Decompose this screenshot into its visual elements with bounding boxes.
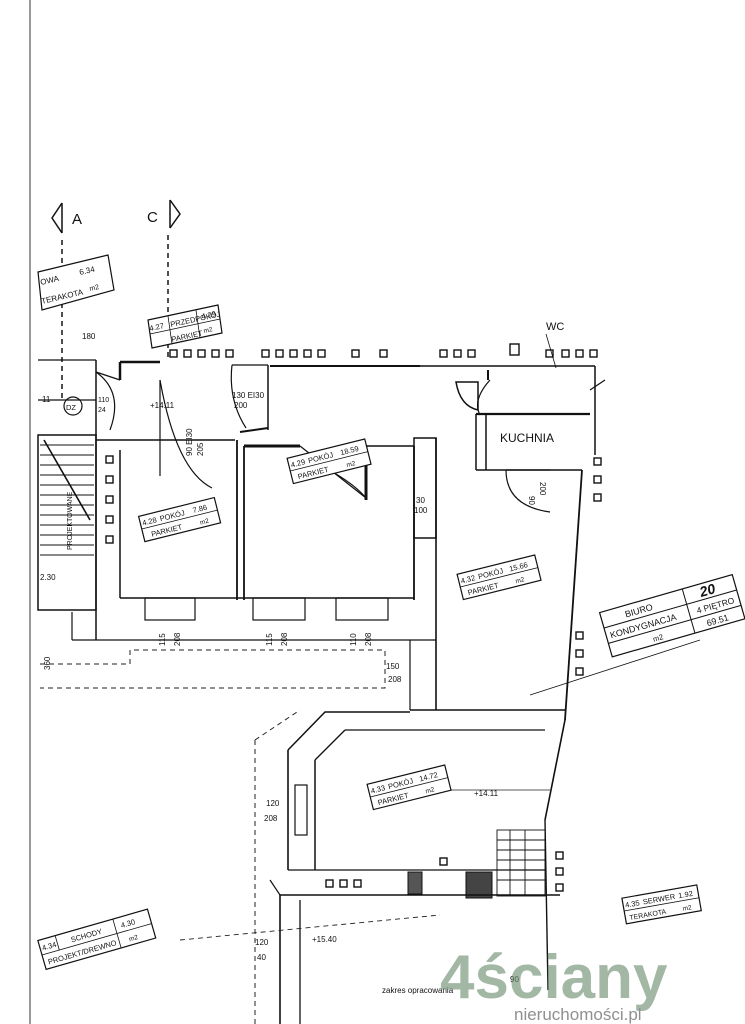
- svg-text:115: 115: [158, 633, 167, 646]
- svg-text:m2: m2: [346, 460, 357, 469]
- door-swings: [95, 364, 551, 513]
- svg-text:4.29: 4.29: [290, 457, 306, 469]
- svg-text:208: 208: [280, 632, 289, 646]
- door-kitchen-label: 90: [527, 496, 536, 505]
- svg-text:208: 208: [388, 675, 402, 684]
- svg-text:120: 120: [255, 938, 269, 947]
- svg-text:150: 150: [386, 662, 400, 671]
- svg-text:1.92: 1.92: [678, 889, 694, 900]
- svg-text:30: 30: [416, 496, 425, 505]
- svg-text:m2: m2: [203, 326, 214, 335]
- watermark-sub: nieruchomości.pl: [514, 1005, 642, 1024]
- window-marks-top: [169, 343, 598, 358]
- svg-text:4.30: 4.30: [120, 917, 137, 930]
- svg-text:360: 360: [43, 656, 52, 670]
- room-tag-4-35: 4.35 SERWER 1.92 TERAKOTA m2: [621, 884, 702, 925]
- staircase-right: [496, 829, 546, 897]
- svg-text:100: 100: [414, 506, 428, 515]
- svg-text:6.34: 6.34: [78, 265, 96, 277]
- window-marks-bottom: [105, 455, 602, 892]
- scope-label: zakres opracowania: [382, 986, 454, 995]
- wc-label: WC: [546, 321, 564, 333]
- svg-text:200: 200: [234, 401, 248, 410]
- svg-text:4.35: 4.35: [624, 898, 640, 909]
- room-tag-4-34: 4.34 SCHODY 4.30 PROJEKT/DREWNO m2: [37, 908, 157, 971]
- staircase-left: [40, 439, 94, 556]
- room-tag-4-33: 4.33 POKÓJ 14.72 PARKIET m2: [366, 764, 452, 811]
- svg-text:4.33: 4.33: [370, 783, 386, 795]
- svg-text:11: 11: [42, 395, 51, 404]
- dashed-lines: [40, 649, 550, 1024]
- room-tag-4-27: 4.27 PRZEDPOKÓJ 4.29 PARKIET m2: [147, 304, 223, 349]
- watermark-logo: 4ściany nieruchomości.pl: [440, 943, 668, 1024]
- dz-label: DZ: [66, 403, 76, 412]
- room-tag-4-29: 4.29 POKÓJ 18.59 PARKIET m2: [286, 438, 372, 485]
- svg-text:110: 110: [349, 633, 358, 646]
- svg-text:4.34: 4.34: [41, 940, 58, 953]
- svg-text:4.27: 4.27: [149, 321, 165, 333]
- svg-text:205: 205: [196, 442, 205, 456]
- axis-marker-c: C: [147, 199, 181, 360]
- watermark-brand: 4ściany: [440, 943, 668, 1012]
- svg-text:120: 120: [266, 799, 280, 808]
- room-tag-top: OWA 6.34 TERAKOTA m2: [37, 254, 115, 311]
- svg-text:208: 208: [364, 632, 373, 646]
- svg-text:24: 24: [98, 407, 106, 414]
- summary-box: BIURO KONDYGNACJA 4 PIĘTRO 20 m2 69.51: [598, 573, 745, 658]
- axis-label-a: A: [72, 211, 82, 228]
- svg-text:18.59: 18.59: [339, 444, 359, 457]
- svg-text:2.30: 2.30: [40, 573, 56, 582]
- svg-text:4.29: 4.29: [201, 309, 217, 321]
- svg-text:208: 208: [264, 814, 278, 823]
- elevation-1: +14.11: [150, 401, 175, 410]
- svg-text:40: 40: [257, 953, 266, 962]
- svg-text:115: 115: [265, 633, 274, 646]
- svg-text:90: 90: [510, 975, 519, 984]
- elevation-3: +15.40: [312, 935, 337, 944]
- summary-level-num: 20: [697, 580, 718, 600]
- svg-text:m2: m2: [425, 786, 436, 795]
- svg-text:m2: m2: [682, 904, 692, 913]
- kitchen-label: KUCHNIA: [500, 431, 554, 445]
- plan-labels: WC KUCHNIA DZ 110 24 180 11 130 EI30 200…: [40, 321, 564, 995]
- room-tag-4-32: 4.32 POKÓJ 15.66 PARKIET m2: [456, 554, 542, 601]
- svg-text:110: 110: [98, 397, 109, 404]
- summary-leader: [529, 639, 701, 696]
- svg-text:m2: m2: [652, 632, 664, 644]
- elevation-2: +14.11: [474, 789, 499, 798]
- svg-text:15.66: 15.66: [508, 560, 528, 573]
- svg-text:m2: m2: [128, 934, 139, 943]
- svg-text:m2: m2: [199, 518, 210, 527]
- room-tag-4-28: 4.28 POKÓJ 7.86 PARKIET m2: [137, 496, 222, 543]
- svg-text:208: 208: [173, 632, 182, 646]
- svg-text:OWA: OWA: [39, 274, 60, 287]
- stair-note: PROJEKTOWANE: [67, 491, 74, 550]
- svg-text:4.32: 4.32: [460, 573, 476, 585]
- door-hall-label: 90 EI30: [185, 428, 194, 456]
- axis-marker-a: A: [51, 202, 82, 400]
- dz-circle: [63, 396, 83, 416]
- svg-text:m2: m2: [89, 284, 100, 293]
- svg-text:200: 200: [538, 482, 547, 496]
- svg-text:7.86: 7.86: [192, 503, 208, 515]
- axis-label-c: C: [147, 209, 158, 226]
- door-main-label: 130 EI30: [232, 391, 265, 400]
- svg-text:4.28: 4.28: [141, 515, 157, 527]
- svg-text:180: 180: [82, 332, 96, 341]
- svg-text:14.72: 14.72: [418, 770, 438, 783]
- svg-text:m2: m2: [515, 576, 526, 585]
